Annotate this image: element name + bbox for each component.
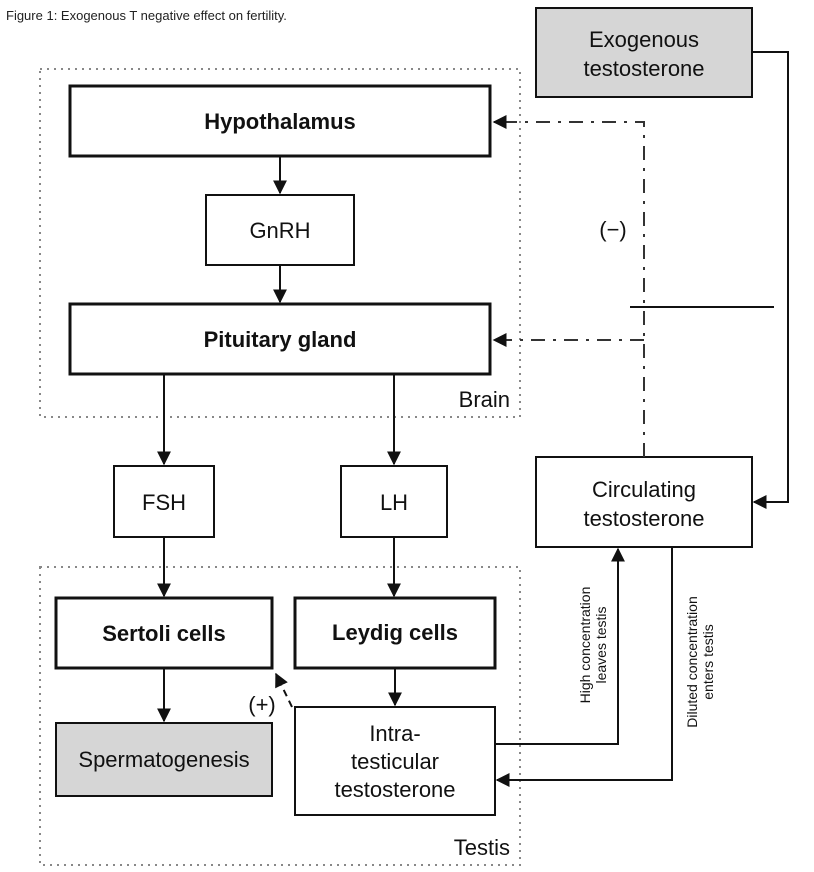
lh-box bbox=[340, 465, 448, 538]
intratesticular-line-3: testosterone bbox=[334, 777, 455, 802]
enters-testis-line-2: enters testis bbox=[700, 624, 716, 699]
pituitary-label: Pituitary gland bbox=[204, 327, 357, 352]
pituitary-box bbox=[68, 302, 492, 376]
gnrh-label: GnRH bbox=[249, 218, 310, 243]
testis-region-label: Testis bbox=[454, 835, 510, 860]
brain-region bbox=[39, 68, 521, 418]
lh-label: LH bbox=[380, 490, 408, 515]
brain-region-label: Brain bbox=[459, 387, 510, 412]
arrow-intratesticular-sertoli bbox=[275, 672, 293, 708]
sertoli-box bbox=[54, 596, 274, 670]
intratesticular-line-2: testicular bbox=[351, 749, 439, 774]
fsh-label: FSH bbox=[142, 490, 186, 515]
leaves-testis-line-2: leaves testis bbox=[593, 606, 609, 683]
leaves-testis-label: High concentration leaves testis bbox=[577, 587, 609, 704]
hypothalamus-label: Hypothalamus bbox=[204, 109, 356, 134]
positive-effect-label: (+) bbox=[248, 692, 276, 717]
fsh-box bbox=[113, 465, 215, 538]
circulating-line-2: testosterone bbox=[583, 506, 704, 531]
exogenous-box bbox=[535, 7, 753, 98]
arrow-exogenous-circulating bbox=[752, 51, 789, 509]
intratesticular-box bbox=[294, 706, 496, 816]
exogenous-line-1: Exogenous bbox=[589, 27, 699, 52]
negative-effect-label: (−) bbox=[599, 217, 627, 242]
sertoli-label: Sertoli cells bbox=[102, 621, 226, 646]
circulating-line-1: Circulating bbox=[592, 477, 696, 502]
enters-testis-label: Diluted concentration enters testis bbox=[684, 596, 716, 728]
arrow-leaves-testis bbox=[495, 547, 625, 745]
leydig-box bbox=[293, 596, 497, 670]
arrow-enters-testis bbox=[495, 547, 673, 787]
exogenous-line-2: testosterone bbox=[583, 56, 704, 81]
circulating-box bbox=[535, 456, 753, 548]
intratesticular-line-1: Intra- bbox=[369, 721, 420, 746]
enters-testis-line-1: Diluted concentration bbox=[684, 596, 700, 728]
spermatogenesis-label: Spermatogenesis bbox=[78, 747, 249, 772]
leaves-testis-line-1: High concentration bbox=[577, 587, 593, 704]
testis-region bbox=[39, 566, 521, 866]
negative-feedback-hypothalamus bbox=[492, 115, 645, 457]
figure-caption: Figure 1: Exogenous T negative effect on… bbox=[6, 8, 287, 23]
spermatogenesis-box bbox=[55, 722, 273, 797]
hypothalamus-box bbox=[68, 84, 492, 158]
leydig-label: Leydig cells bbox=[332, 620, 458, 645]
